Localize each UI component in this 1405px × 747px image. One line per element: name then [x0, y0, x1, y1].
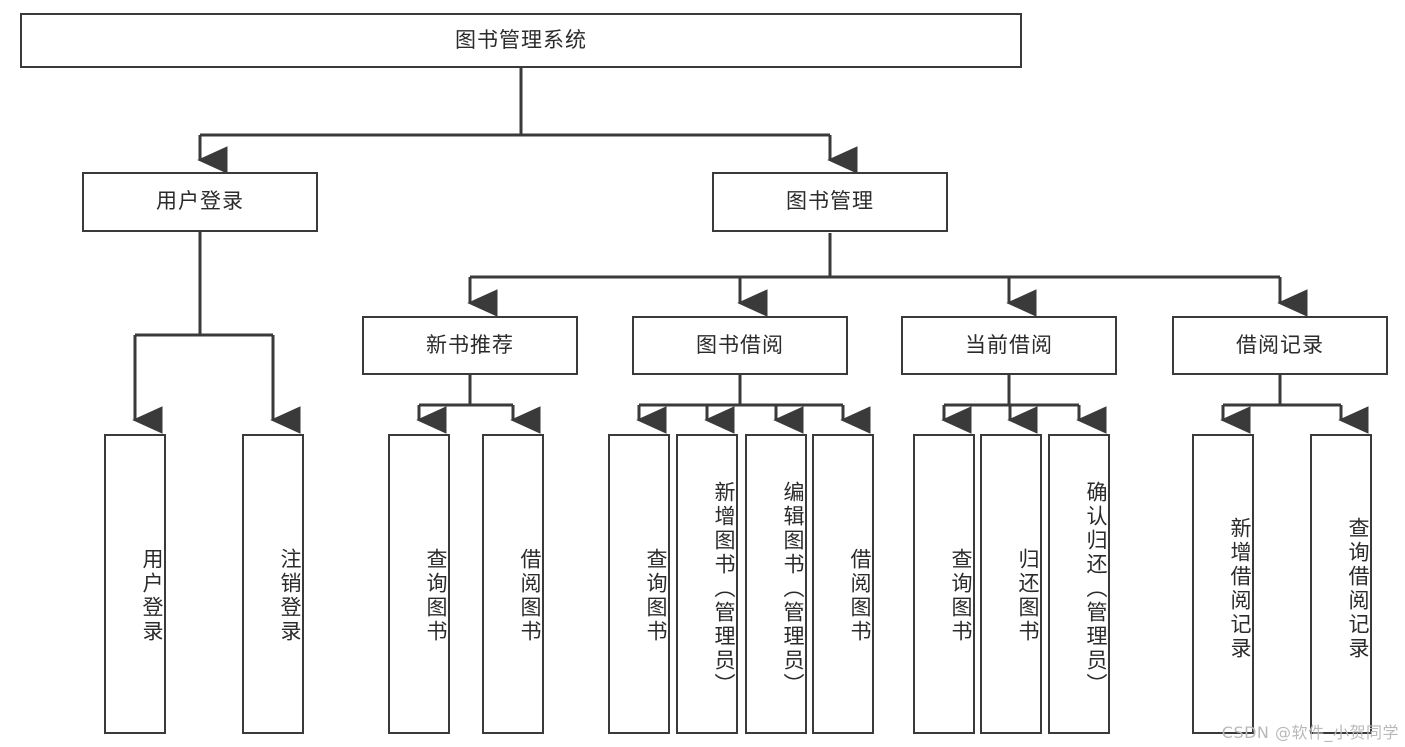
node-new-book-recommend-label: 新书推荐	[426, 332, 514, 357]
node-borrow-record[interactable]: 借阅记录	[1172, 316, 1388, 375]
node-leaf-bookborrow-edit-book[interactable]: 编辑图书（管理员）	[745, 434, 807, 734]
node-leaf-currentborrow-query-book-label: 查询图书	[949, 548, 973, 644]
node-leaf-bookborrow-add-book[interactable]: 新增图书（管理员）	[676, 434, 738, 734]
node-leaf-currentborrow-query-book[interactable]: 查询图书	[913, 434, 975, 734]
node-leaf-borrowrecord-add-record[interactable]: 新增借阅记录	[1192, 434, 1254, 734]
node-leaf-user-login[interactable]: 用户登录	[104, 434, 166, 734]
node-leaf-bookborrow-edit-book-label: 编辑图书（管理员）	[781, 481, 805, 697]
node-leaf-currentborrow-return-book[interactable]: 归还图书	[980, 434, 1042, 734]
node-leaf-newbook-query-book-label: 查询图书	[424, 548, 448, 644]
node-leaf-currentborrow-return-book-label: 归还图书	[1016, 548, 1040, 644]
node-leaf-currentborrow-confirm-return[interactable]: 确认归还（管理员）	[1048, 434, 1110, 734]
node-leaf-borrowrecord-query-record-label: 查询借阅记录	[1346, 517, 1370, 661]
node-leaf-bookborrow-borrow-book-label: 借阅图书	[848, 548, 872, 644]
node-current-borrow[interactable]: 当前借阅	[901, 316, 1117, 375]
node-leaf-borrowrecord-query-record[interactable]: 查询借阅记录	[1310, 434, 1372, 734]
node-current-borrow-label: 当前借阅	[965, 332, 1053, 357]
node-book-borrow[interactable]: 图书借阅	[632, 316, 848, 375]
node-book-management[interactable]: 图书管理	[712, 172, 948, 232]
node-leaf-currentborrow-confirm-return-label: 确认归还（管理员）	[1084, 481, 1108, 697]
node-leaf-user-login-label: 用户登录	[140, 548, 164, 644]
node-leaf-logout-label: 注销登录	[278, 548, 302, 644]
node-book-management-label: 图书管理	[786, 189, 874, 214]
node-new-book-recommend[interactable]: 新书推荐	[362, 316, 578, 375]
node-leaf-newbook-borrow-book[interactable]: 借阅图书	[482, 434, 544, 734]
node-user-login-label: 用户登录	[156, 189, 244, 214]
node-leaf-bookborrow-add-book-label: 新增图书（管理员）	[712, 481, 736, 697]
node-leaf-newbook-borrow-book-label: 借阅图书	[518, 548, 542, 644]
node-book-borrow-label: 图书借阅	[696, 332, 784, 357]
node-root-label: 图书管理系统	[455, 27, 587, 52]
node-root[interactable]: 图书管理系统	[20, 13, 1022, 68]
node-leaf-newbook-query-book[interactable]: 查询图书	[388, 434, 450, 734]
node-leaf-logout[interactable]: 注销登录	[242, 434, 304, 734]
node-user-login[interactable]: 用户登录	[82, 172, 318, 232]
node-leaf-bookborrow-borrow-book[interactable]: 借阅图书	[812, 434, 874, 734]
node-borrow-record-label: 借阅记录	[1236, 332, 1324, 357]
node-leaf-bookborrow-query-book[interactable]: 查询图书	[608, 434, 670, 734]
node-leaf-bookborrow-query-book-label: 查询图书	[644, 548, 668, 644]
node-leaf-borrowrecord-add-record-label: 新增借阅记录	[1228, 517, 1252, 661]
